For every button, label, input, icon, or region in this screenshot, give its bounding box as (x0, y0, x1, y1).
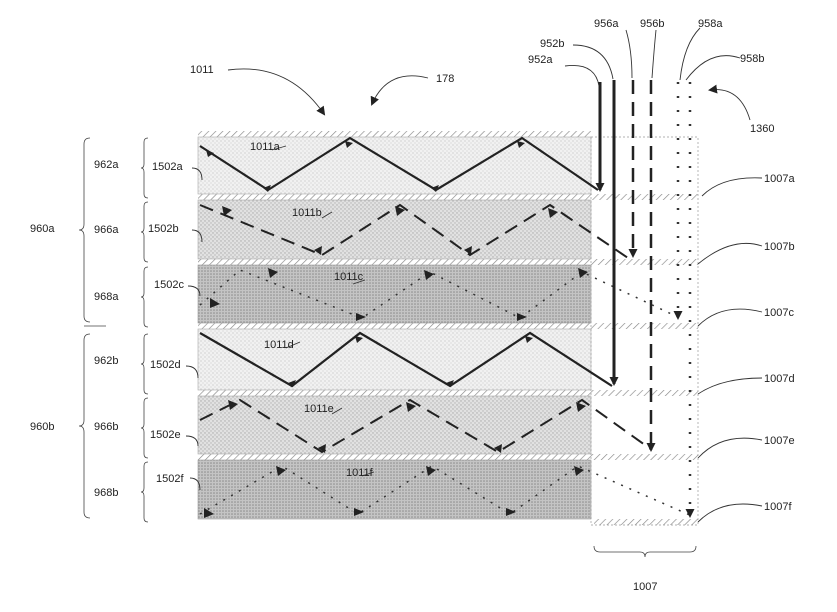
label-968b: 968b (94, 487, 118, 499)
separator (198, 454, 698, 460)
label-1007a: 1007a (764, 173, 795, 185)
brace-960a (78, 137, 91, 323)
label-1007f: 1007f (764, 501, 792, 513)
label-962a: 962a (94, 159, 119, 171)
separator (198, 390, 698, 396)
leader-1360 (708, 84, 751, 121)
label-952a: 952a (528, 54, 553, 66)
label-1011: 1011 (190, 64, 214, 76)
label-1011d: 1011d (264, 339, 294, 351)
separator (198, 131, 591, 137)
label-1011c: 1011c (334, 271, 364, 283)
label-958a: 958a (698, 18, 723, 30)
label-1502e: 1502e (150, 429, 181, 441)
label-1011e: 1011e (304, 403, 334, 415)
label-178: 178 (436, 73, 454, 85)
path-1011d (199, 331, 613, 388)
path-1011e (199, 398, 653, 454)
label-1007b: 1007b (764, 241, 795, 253)
label-966a: 966a (94, 224, 119, 236)
label-1502a: 1502a (152, 161, 183, 173)
label-956a: 956a (594, 18, 619, 30)
label-960b: 960b (30, 421, 54, 433)
light-paths (199, 136, 693, 518)
label-1502d: 1502d (150, 359, 181, 371)
brace-1007 (593, 545, 697, 558)
label-1360: 1360 (750, 123, 774, 135)
layer-966b (197, 395, 592, 455)
label-1007: 1007 (633, 581, 657, 593)
layer-962b (197, 328, 592, 391)
label-968a: 968a (94, 291, 119, 303)
layer-968a (197, 264, 592, 324)
layer-968b (197, 459, 592, 520)
braces (78, 137, 697, 558)
label-1011b: 1011b (292, 207, 322, 219)
label-1502c: 1502c (154, 279, 184, 291)
input-beams (595, 80, 695, 518)
label-1011f: 1011f (346, 467, 374, 479)
label-1007c: 1007c (764, 307, 794, 319)
leader-178 (370, 75, 429, 106)
path-1011b (199, 203, 629, 259)
brace-960b (78, 333, 91, 519)
label-958b: 958b (740, 53, 764, 65)
label-960a: 960a (30, 223, 55, 235)
separator (198, 323, 698, 329)
separator (594, 519, 698, 525)
separator (198, 259, 698, 265)
path-1011a (199, 136, 599, 192)
label-962b: 962b (94, 355, 118, 367)
reflection-markers (204, 141, 588, 518)
layer-stack (197, 131, 699, 526)
label-1011a: 1011a (250, 141, 281, 153)
label-1502b: 1502b (148, 223, 179, 235)
output-region-outline (590, 136, 699, 526)
leader-lines (185, 27, 763, 523)
leader-1011 (227, 68, 326, 116)
separator (198, 194, 698, 200)
layer-966a (197, 199, 592, 260)
label-1007d: 1007d (764, 373, 795, 385)
labels: 1011 178 1360 1007 952a 952b 956a 956b 9… (30, 18, 795, 593)
label-1007e: 1007e (764, 435, 795, 447)
label-952b: 952b (540, 38, 564, 50)
label-1502f: 1502f (156, 473, 184, 485)
label-966b: 966b (94, 421, 118, 433)
label-956b: 956b (640, 18, 664, 30)
